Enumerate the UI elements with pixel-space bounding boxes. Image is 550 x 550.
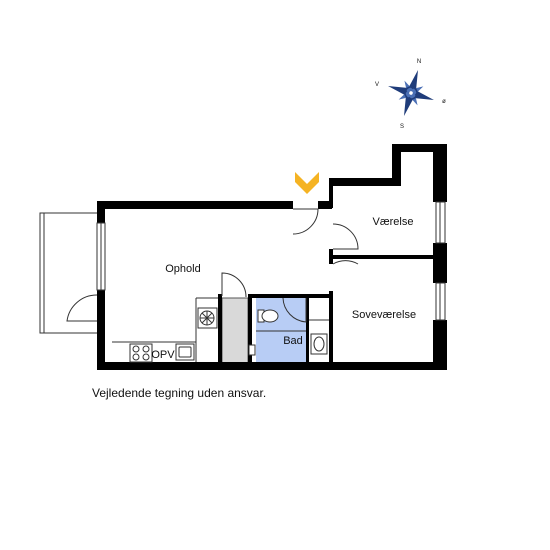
compass-south: S xyxy=(400,124,404,130)
balcony xyxy=(39,212,97,334)
room-label-sovevaerelse: Soveværelse xyxy=(352,309,416,321)
water-heater-icon xyxy=(248,344,256,356)
door-balcony xyxy=(66,294,98,322)
room-label-vaerelse: Værelse xyxy=(373,216,414,228)
room-label-opv: OPV xyxy=(151,349,175,361)
entrance-door xyxy=(292,208,319,235)
room-label-bad: Bad xyxy=(283,335,303,347)
door-vaerelse xyxy=(332,223,359,250)
interior-lines xyxy=(112,297,329,362)
compass-east: ø xyxy=(442,99,446,105)
compass-north: N xyxy=(417,59,421,65)
disclaimer-text: Vejledende tegning uden ansvar. xyxy=(92,386,267,400)
toilet-icon xyxy=(257,309,279,323)
door-sovevaerelse xyxy=(332,260,359,265)
sink-icon xyxy=(175,343,195,361)
utility-closet xyxy=(221,297,249,365)
washbasin-icon xyxy=(310,333,328,355)
exterior-walls xyxy=(97,144,447,370)
compass-rose-icon xyxy=(388,70,434,116)
fan-icon xyxy=(197,307,218,329)
compass-west: V xyxy=(375,82,379,88)
door-bathroom xyxy=(282,297,307,323)
entrance-marker-icon xyxy=(295,172,319,194)
door-utility xyxy=(221,272,247,298)
windows xyxy=(96,201,446,321)
door-swings xyxy=(66,208,359,323)
stove-icon xyxy=(129,343,153,363)
room-label-ophold: Ophold xyxy=(165,263,200,275)
interior-walls xyxy=(218,178,439,366)
